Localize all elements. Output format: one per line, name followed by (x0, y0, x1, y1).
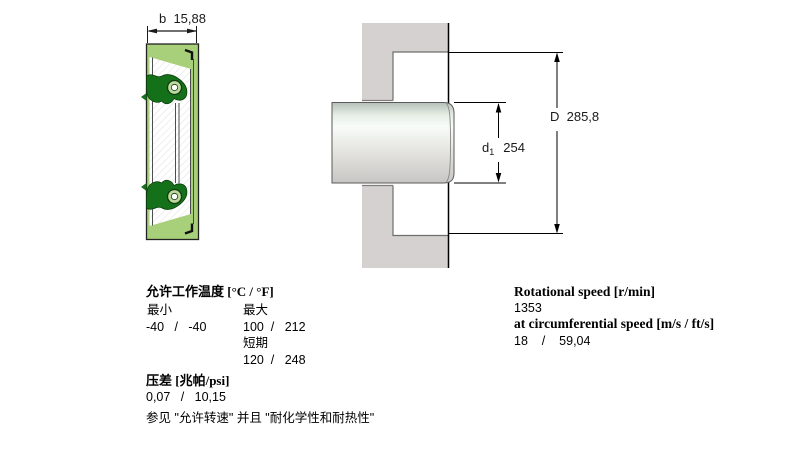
pressure-title: 压差 [兆帕/psi] (146, 373, 230, 388)
dim-d1-label: d1 254 (481, 141, 526, 159)
temperature-short-term-label: 短期 (243, 336, 269, 350)
temperature-max-value: 100 / 212 (243, 320, 306, 334)
rotational-speed-value: 1353 (514, 301, 542, 315)
mounting-cross-section (331, 23, 563, 268)
housing-lower (362, 185, 448, 268)
temperature-title: 允许工作温度 [°C / °F] (146, 284, 274, 299)
seal-cross-section (141, 26, 200, 241)
housing-upper (362, 23, 448, 101)
temperature-min-value: -40 / -40 (146, 320, 207, 334)
circumferential-speed-title: at circumferential speed [m/s / ft/s] (514, 316, 715, 331)
dim-b-label: b 15,88 (158, 11, 207, 26)
dim-d1-subscript: 1 (489, 147, 495, 157)
shaft (331, 102, 455, 184)
dim-d1-value: 254 (503, 140, 525, 155)
temperature-min-label: 最小 (147, 303, 173, 317)
dim-D-label: D 285,8 (549, 109, 601, 124)
temperature-short-term-value: 120 / 248 (243, 353, 306, 367)
temperature-max-label: 最大 (243, 303, 269, 317)
reference-note: 参见 "允许转速" 并且 "耐化学性和耐热性" (146, 411, 375, 425)
circumferential-speed-value: 18 / 59,04 (514, 334, 591, 348)
rotational-speed-title: Rotational speed [r/min] (514, 284, 655, 299)
pressure-value: 0,07 / 10,15 (146, 390, 226, 404)
dim-d1-prefix: d (482, 140, 490, 155)
